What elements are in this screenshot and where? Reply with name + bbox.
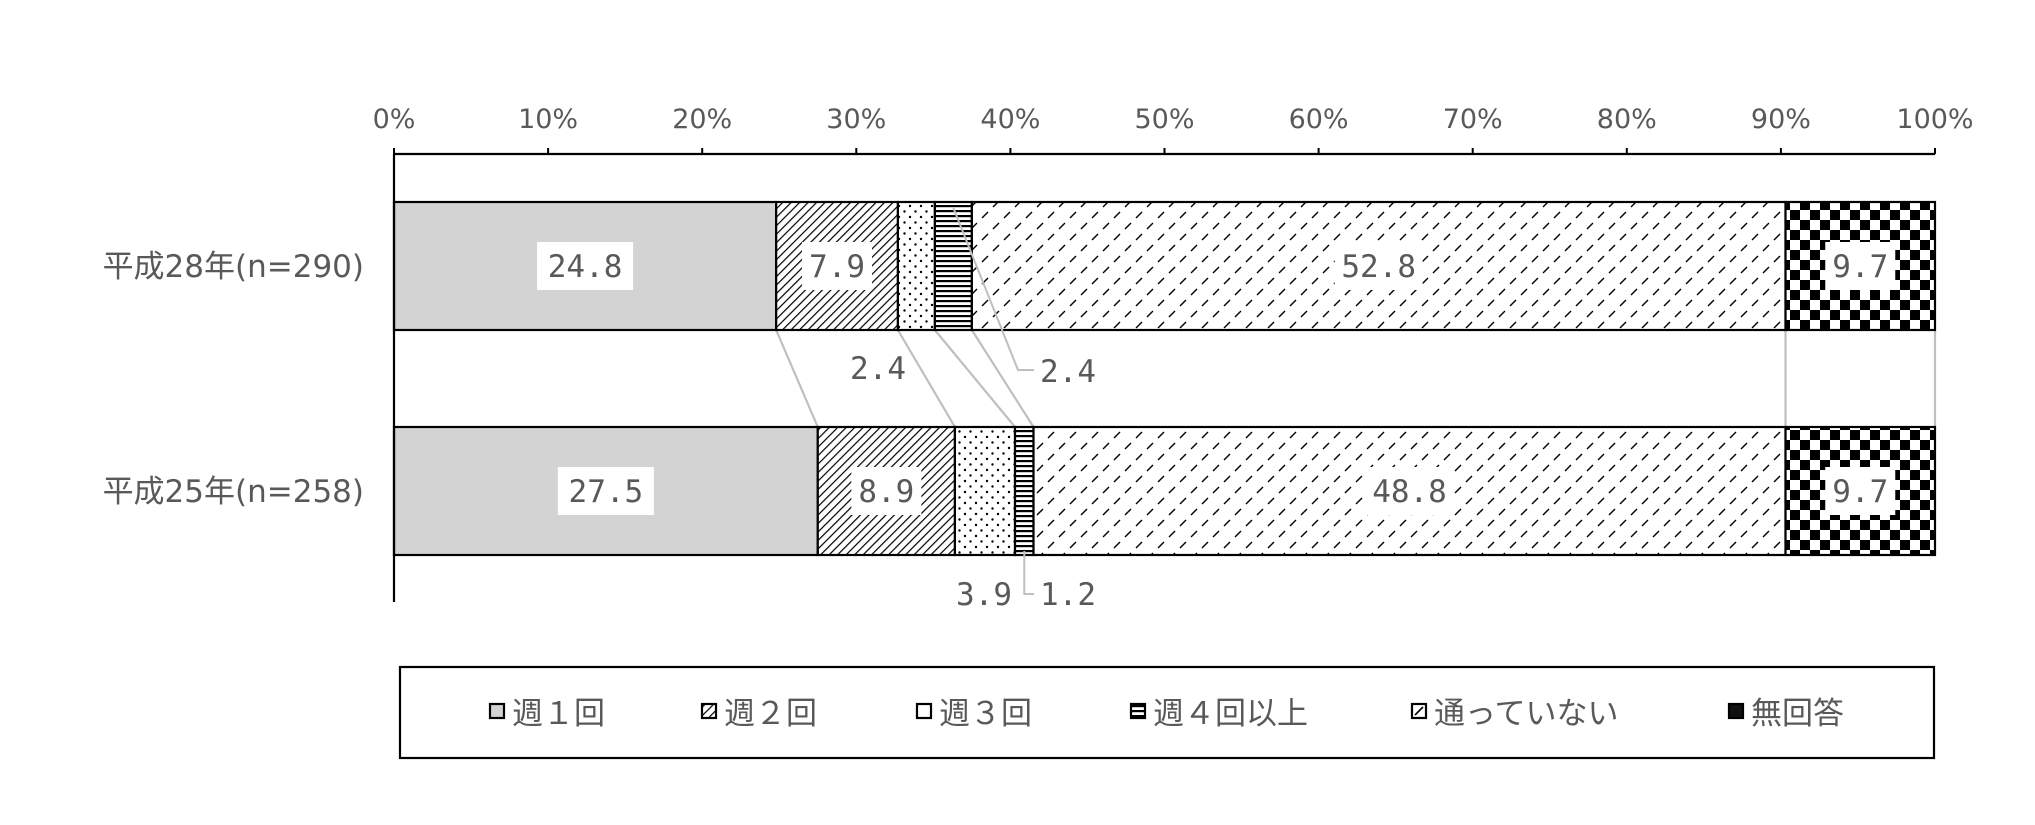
x-tick-label: 30% [826,104,886,135]
legend-label: 通っていない [1434,696,1618,732]
leader-line [952,207,1034,371]
x-tick-label: 0% [373,104,416,135]
data-label: 9.7 [1832,474,1888,510]
data-label: 52.8 [1341,249,1416,285]
data-label-box [1365,467,1454,515]
category-label: 平成28年(n=290) [103,249,364,285]
x-tick-label: 50% [1134,104,1194,135]
category-labels: 平成28年(n=290) 平成25年(n=258) [103,249,364,510]
data-label-box [537,242,634,290]
legend-box [398,665,1936,760]
x-tick-label: 70% [1443,104,1503,135]
bar-segment [1013,425,1035,557]
legend-label: 週１回 [512,696,605,732]
legend-swatch [1727,702,1745,720]
legend-swatch [915,702,933,720]
bar-segment [953,425,1017,557]
data-label-box [851,467,922,515]
data-label-box [1825,242,1896,290]
data-label: 3.9 [956,577,1012,613]
legend-swatch [1129,702,1147,720]
data-label: 2.4 [850,351,906,387]
legend-label: 週２回 [724,696,817,732]
data-label: 27.5 [569,474,644,510]
data-label: 24.8 [548,249,623,285]
connector-line [896,329,956,428]
data-label-box [802,242,873,290]
category-label: 平成25年(n=258) [103,474,364,510]
legend: 週１回 週２回 週３回 週４回以上 通っていない 無回答 [398,665,1936,760]
x-tick-label: 60% [1289,104,1349,135]
data-label: 48.8 [1372,474,1447,510]
connector-line [970,329,1035,428]
data-label-box [1825,467,1896,515]
legend-swatch-mark [1414,706,1424,716]
bars-layer [392,200,1937,557]
leader-line [1023,551,1034,595]
legend-swatch [700,702,718,720]
x-tick-label: 100% [1896,104,1973,135]
x-axis: 0% 10% 20% 30% 40% 50% 60% 70% 80% 90% 100% [373,104,1974,602]
bar-segment [896,200,936,332]
legend-swatch [488,702,506,720]
data-label: 2.4 [1040,354,1096,390]
data-label: 7.9 [809,249,865,285]
connector-lines [775,329,1937,428]
bar-segment [933,200,973,332]
data-label: 8.9 [858,474,914,510]
data-label: 9.7 [1832,249,1888,285]
x-tick-label: 10% [518,104,578,135]
connector-line [934,329,1016,428]
x-tick-label: 80% [1597,104,1657,135]
legend-label: 無回答 [1751,696,1844,732]
data-label-box [557,467,654,515]
data-label: 1.2 [1040,577,1096,613]
legend-label: 週３回 [939,696,1032,732]
data-labels: 24.8 7.9 52.8 9.7 27.5 8.9 48.8 9.7 2.4 2.4 3.9 1.2 [537,207,1896,613]
x-tick-label: 40% [980,104,1040,135]
connector-line [775,329,819,428]
data-label-box [1334,242,1423,290]
legend-label: 週４回以上 [1153,696,1308,732]
x-tick-label: 90% [1751,104,1811,135]
x-tick-label: 20% [672,104,732,135]
